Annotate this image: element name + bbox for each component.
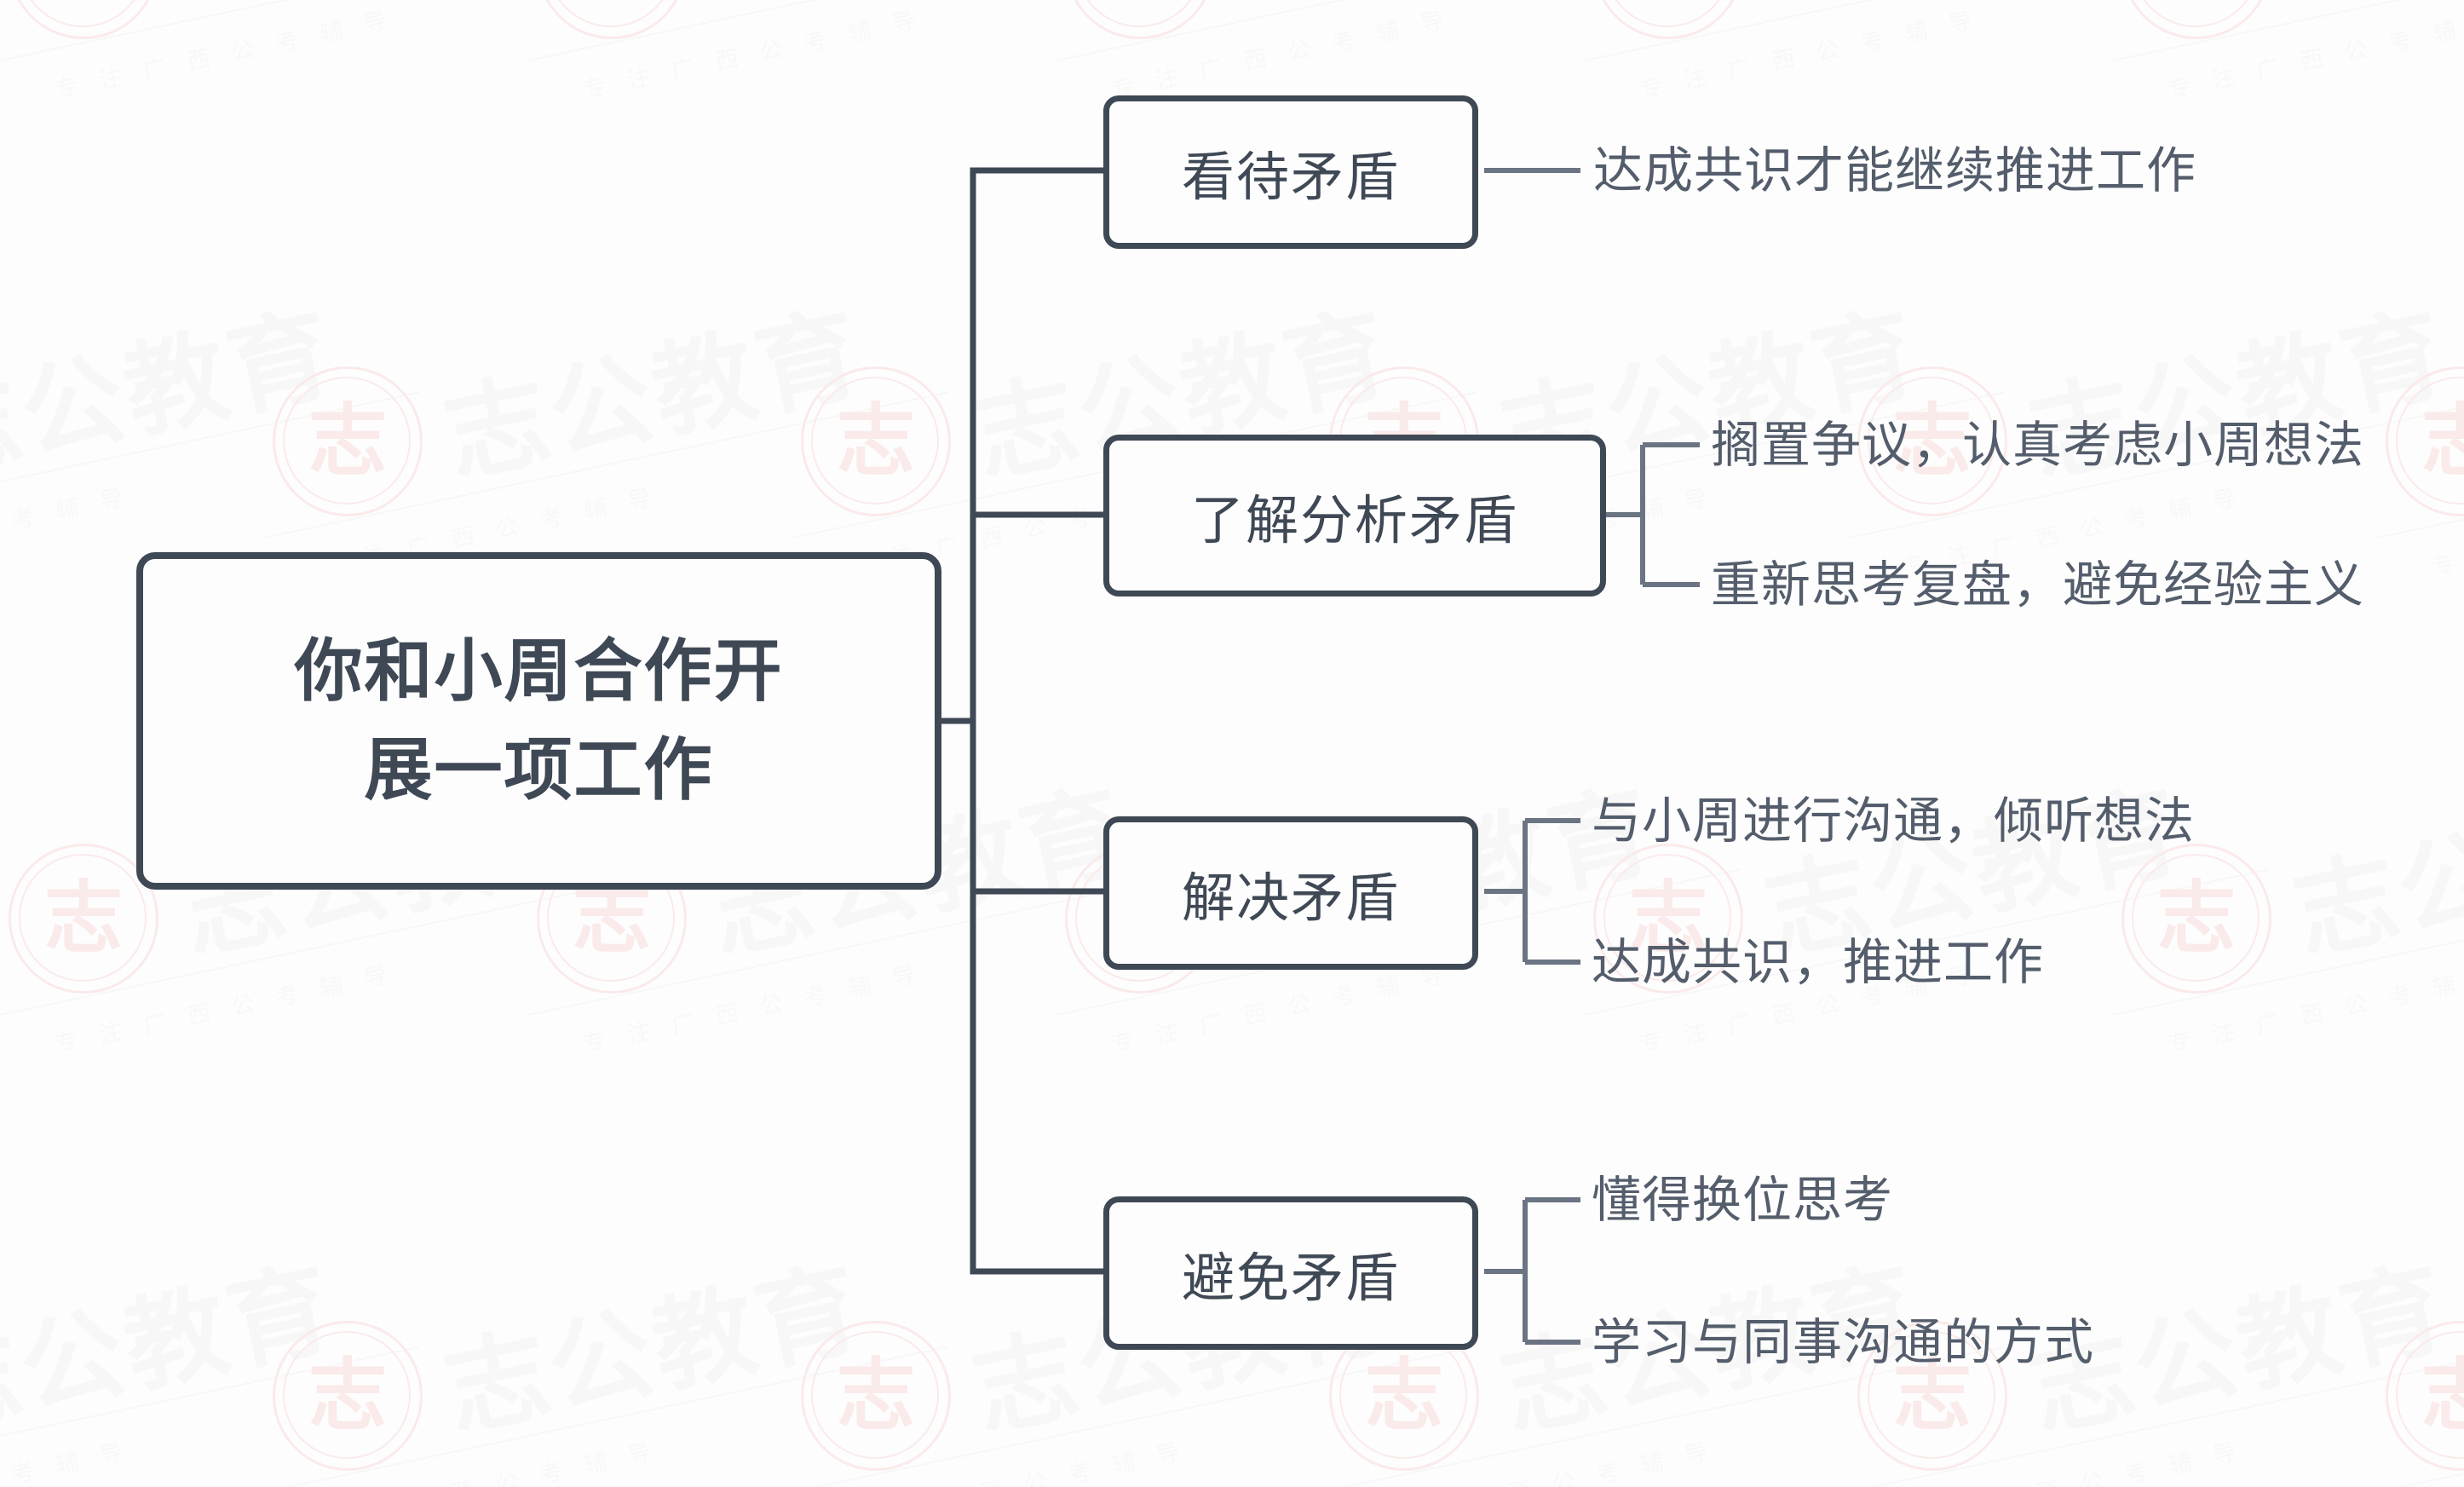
branch-node-3[interactable]: 解决矛盾 [1103,816,1478,970]
leaf-label-3-2[interactable]: 达成共识，推进工作 [1592,935,2045,990]
branch-node-2[interactable]: 了解分析矛盾 [1103,435,1606,597]
leaf-label-2-1[interactable]: 搁置争议，认真考虑小周想法 [1711,418,2365,473]
root-node[interactable]: 你和小周合作开 展一项工作 [136,552,941,890]
root-node-label-line2: 展一项工作 [364,732,714,808]
root-node-label-line1: 你和小周合作开 [294,633,784,709]
leaf-label-1-1[interactable]: 达成共识才能继续推进工作 [1593,143,2197,199]
leaf-label-3-1[interactable]: 与小周进行沟通，倾听想法 [1592,793,2196,849]
leaf-label-2-2[interactable]: 重新思考复盘，避免经验主义 [1711,557,2365,613]
branch-node-4-label: 避免矛盾 [1181,1249,1400,1308]
leaf-label-4-1[interactable]: 懂得换位思考 [1592,1173,1894,1228]
branch-node-1[interactable]: 看待矛盾 [1103,95,1478,249]
root-node-label: 你和小周合作开 展一项工作 [295,622,784,820]
branch-node-4[interactable]: 避免矛盾 [1103,1196,1478,1350]
leaf-label-4-2[interactable]: 学习与同事沟通的方式 [1592,1315,2095,1370]
branch-node-3-label: 解决矛盾 [1181,869,1400,928]
branch-node-1-label: 看待矛盾 [1181,148,1400,207]
branch-node-2-label: 了解分析矛盾 [1190,492,1518,550]
